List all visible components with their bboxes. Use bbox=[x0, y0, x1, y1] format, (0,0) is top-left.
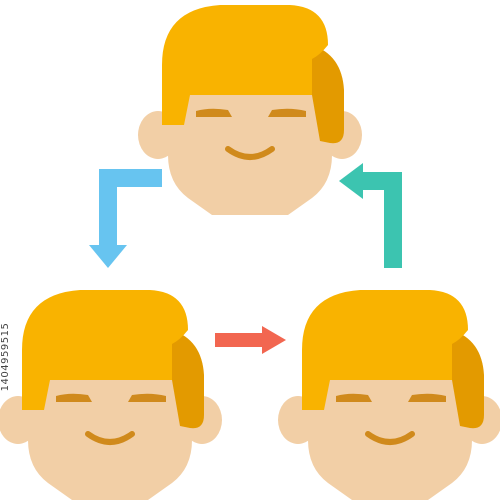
arrow-up-right-icon bbox=[339, 163, 402, 268]
person-head-icon bbox=[138, 5, 362, 215]
stock-id-label: 1404959515 bbox=[0, 322, 11, 392]
person-head-icon bbox=[278, 290, 500, 500]
person-head-icon bbox=[0, 290, 222, 500]
arrow-right-icon bbox=[215, 326, 286, 354]
arrow-down-left-icon bbox=[89, 169, 162, 268]
